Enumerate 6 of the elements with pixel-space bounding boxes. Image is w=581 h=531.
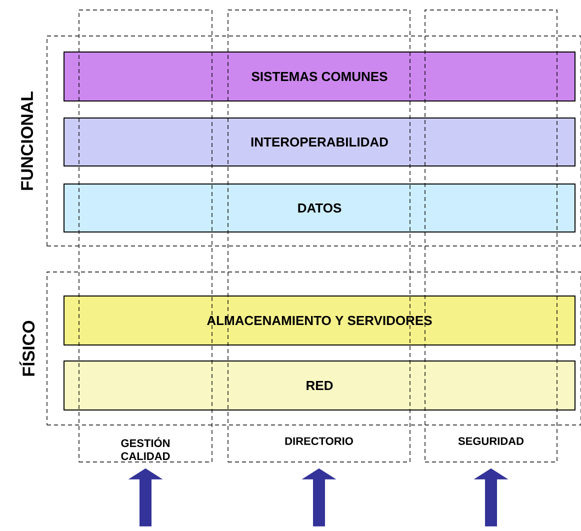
node-label: FUNCIONAL <box>20 91 34 190</box>
layer-bar: DATOS <box>64 184 576 232</box>
layer-bar: INTEROPERABILIDAD <box>64 118 576 166</box>
layer-bar: RED <box>64 360 576 410</box>
layer-bar: SISTEMAS COMUNES <box>64 52 576 102</box>
node-label: FÍSICO <box>19 320 35 376</box>
